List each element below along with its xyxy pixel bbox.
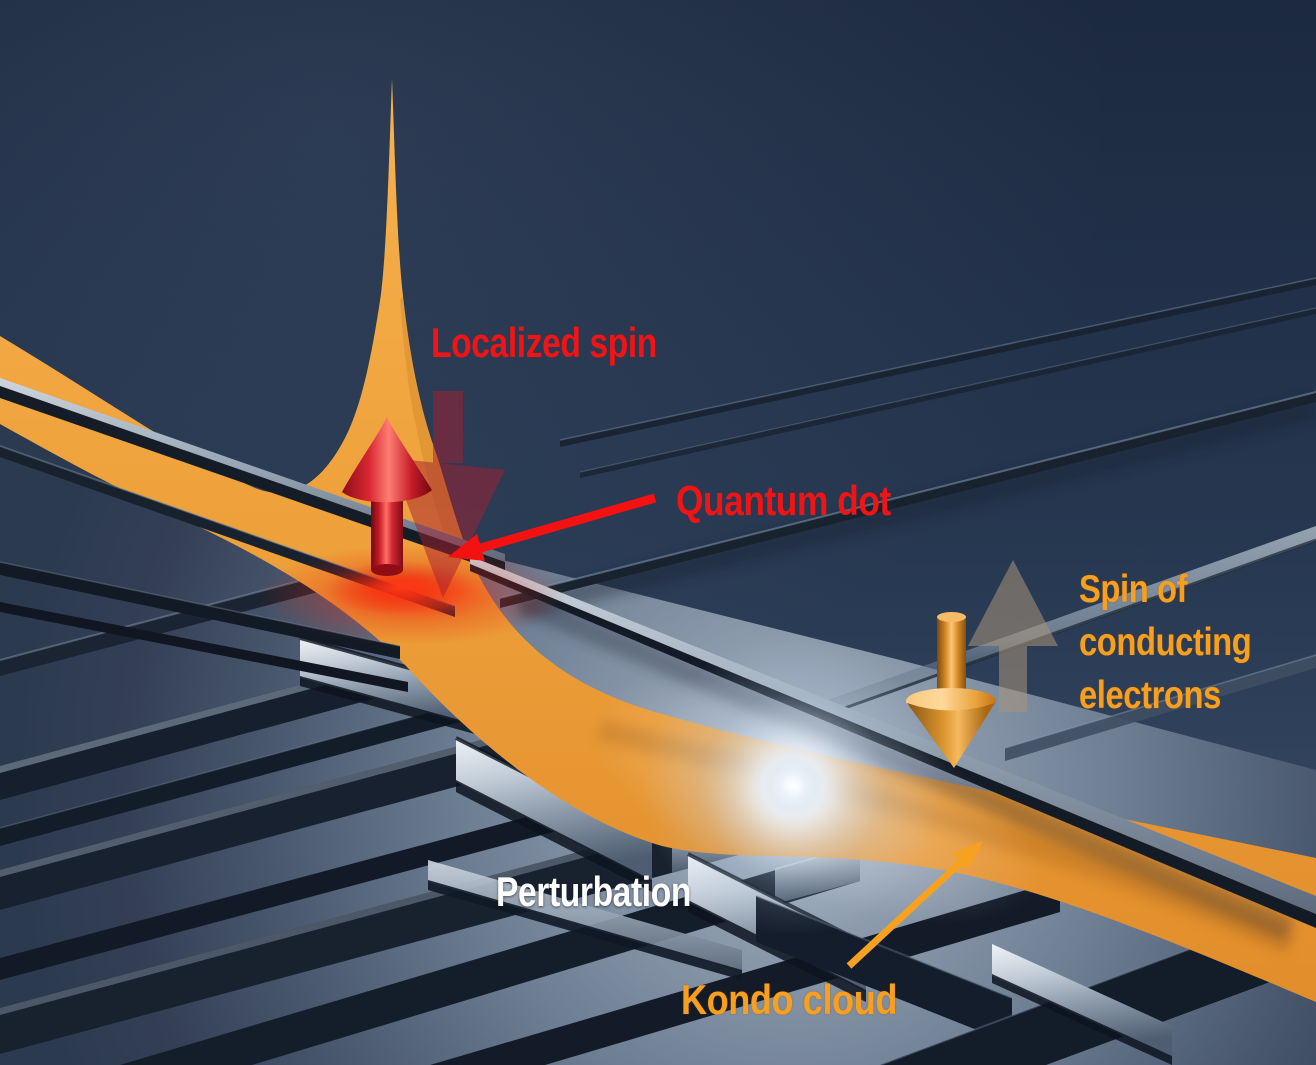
electron-spin-down-arrow (906, 612, 996, 768)
quantum-dot-label: Quantum dot (676, 477, 891, 524)
localized-spin-label: Localized spin (431, 319, 657, 366)
nanowire (579, 307, 1316, 478)
nanowire (0, 602, 408, 692)
quantum-dot-pointer-arrow (448, 493, 657, 561)
sky-nanowires (499, 277, 1316, 761)
red-spin-up-arrow (342, 417, 432, 576)
quantum-dot-glow (257, 545, 567, 645)
gate-bar (430, 880, 1060, 1065)
perturbation-flash (588, 636, 1042, 936)
spin-of-conducting-electrons-label: Spin of conducting electrons (1079, 563, 1252, 722)
spin-label-line2: conducting (1079, 621, 1252, 664)
kondo-cloud-pointer-arrow (846, 841, 983, 969)
perturbation-label: Perturbation (496, 868, 691, 915)
spin-label-line3: electrons (1079, 674, 1221, 717)
gate-electrodes (0, 556, 1316, 1065)
gate-bar (0, 659, 395, 800)
nanowire (499, 391, 1316, 619)
nanowire (1004, 654, 1316, 761)
spin-label-line1: Spin of (1079, 568, 1188, 611)
gate-bar (0, 784, 650, 980)
electron-spin-up-ghost-arrow (968, 560, 1058, 712)
t-gate-cap (992, 944, 1172, 1065)
kondo-cloud-label: Kondo cloud (681, 976, 897, 1023)
gate-bar (428, 860, 742, 980)
nanowire (559, 277, 1316, 447)
